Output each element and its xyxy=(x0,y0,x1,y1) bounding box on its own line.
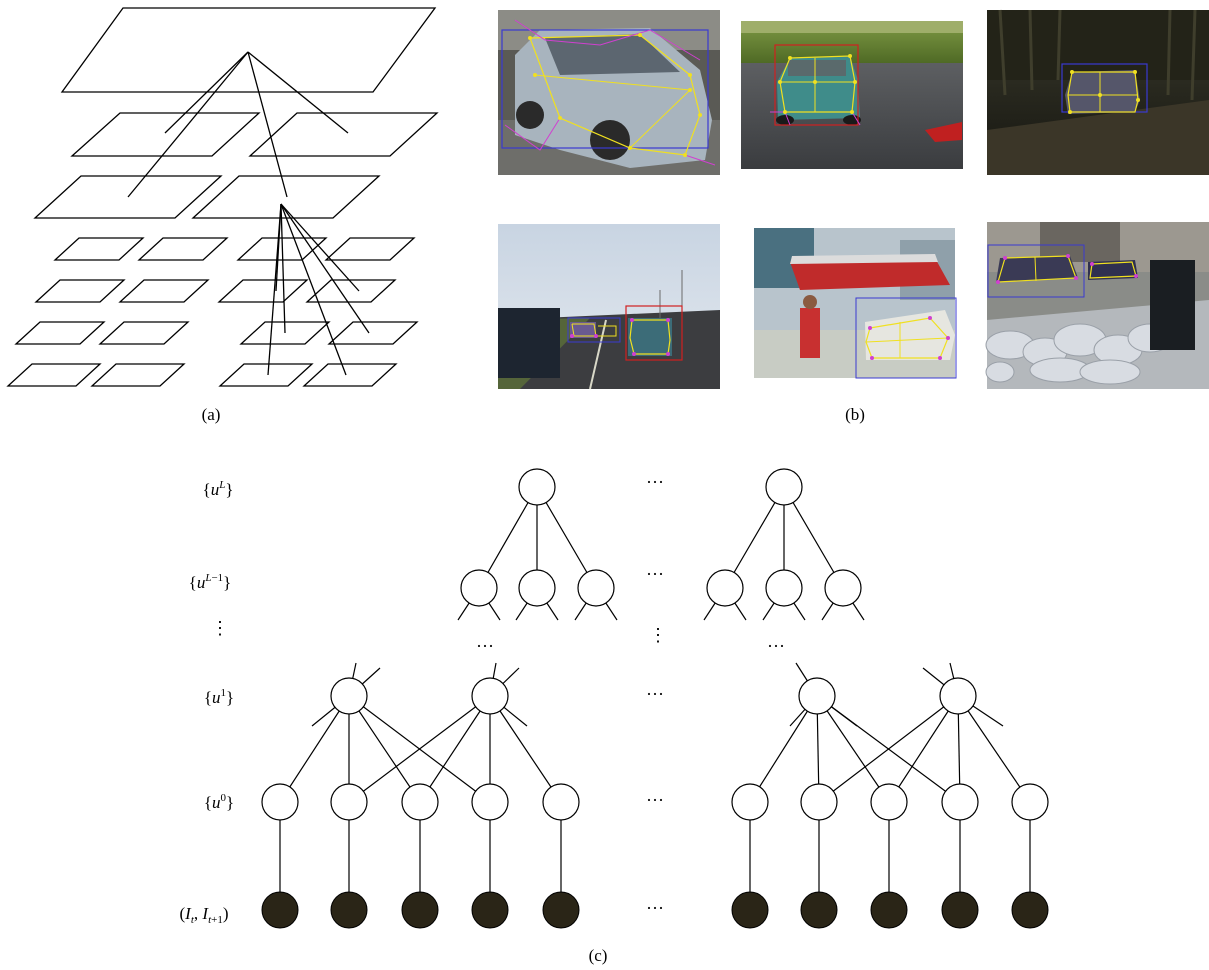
label-uL: {uL} xyxy=(203,479,234,499)
node-uL-1 xyxy=(824,569,862,607)
node-observed xyxy=(941,891,979,929)
pyramid-plane-top xyxy=(60,7,437,93)
label-vdots: ⋮ xyxy=(211,618,229,638)
node-u1 xyxy=(471,677,509,715)
nodes-images xyxy=(261,891,1049,929)
pyramid-plane xyxy=(239,321,331,345)
edges-u1-u0 xyxy=(279,695,1031,803)
pyramid-plane xyxy=(191,175,381,219)
edges-top xyxy=(457,486,865,621)
panel-b-photos: (b) xyxy=(498,9,1209,424)
pyramid-plane xyxy=(327,321,419,345)
caption-c: (c) xyxy=(589,946,608,965)
node-u1 xyxy=(330,677,368,715)
node-observed xyxy=(800,891,838,929)
pyramid-plane xyxy=(34,279,126,303)
pyramid-plane xyxy=(248,112,439,157)
pyramid-plane xyxy=(137,237,229,261)
pyramid-plane xyxy=(324,237,416,261)
node-u0 xyxy=(401,783,439,821)
panel-c-hierarchy: {uL} {uL−1} ⋮ {u1} {u0} (It, It+1) xyxy=(179,468,1049,965)
ellipsis: ··· xyxy=(767,636,785,656)
pyramid-plane xyxy=(6,363,102,387)
label-uL-1: {uL−1} xyxy=(189,572,232,592)
node-uL-1 xyxy=(518,569,556,607)
vertical-ellipsis: ⋮ xyxy=(649,625,667,645)
node-u1 xyxy=(798,677,836,715)
ellipsis: ··· xyxy=(646,564,664,584)
node-u0 xyxy=(870,783,908,821)
pyramid-plane xyxy=(33,175,223,219)
ellipsis: ··· xyxy=(646,790,664,810)
node-u0 xyxy=(731,783,769,821)
pyramid-plane xyxy=(90,363,186,387)
node-observed xyxy=(330,891,368,929)
pyramid-rays xyxy=(127,51,370,376)
photo-mini-car xyxy=(741,21,963,169)
caption-b: (b) xyxy=(845,405,865,424)
node-u0 xyxy=(261,783,299,821)
nodes-u1 xyxy=(330,677,977,715)
pyramid-plane xyxy=(305,279,397,303)
pyramid-plane xyxy=(218,363,314,387)
node-uL-1 xyxy=(765,569,803,607)
pyramid-plane xyxy=(53,237,145,261)
node-uL-1 xyxy=(460,569,498,607)
node-observed xyxy=(1011,891,1049,929)
pyramid-plane xyxy=(302,363,398,387)
node-uL xyxy=(765,468,803,506)
panel-a-pyramid: (a) xyxy=(6,7,439,424)
caption-a: (a) xyxy=(202,405,221,424)
level-labels: {uL} {uL−1} ⋮ {u1} {u0} (It, It+1) xyxy=(179,479,234,926)
ellipses: ··· ··· ··· ⋮ ··· ··· ··· ··· xyxy=(476,472,785,918)
node-uL-1 xyxy=(577,569,615,607)
photo-monorail-street xyxy=(754,228,957,379)
node-u0 xyxy=(941,783,979,821)
pyramid-plane xyxy=(118,279,210,303)
node-u1 xyxy=(939,677,977,715)
pyramid-plane xyxy=(217,279,309,303)
ellipsis: ··· xyxy=(646,898,664,918)
node-u0 xyxy=(800,783,838,821)
node-u0 xyxy=(542,783,580,821)
node-observed xyxy=(261,891,299,929)
nodes-uL xyxy=(518,468,803,506)
ellipsis: ··· xyxy=(646,472,664,492)
node-u0 xyxy=(471,783,509,821)
label-u0: {u0} xyxy=(204,792,234,812)
node-u0 xyxy=(1011,783,1049,821)
node-uL-1 xyxy=(706,569,744,607)
node-observed xyxy=(471,891,509,929)
edges-u0-images xyxy=(279,802,1031,910)
ellipsis: ··· xyxy=(646,684,664,704)
node-u0 xyxy=(330,783,368,821)
node-observed xyxy=(870,891,908,929)
nodes-u0 xyxy=(261,783,1049,821)
label-u1: {u1} xyxy=(204,687,234,707)
node-observed xyxy=(731,891,769,929)
node-observed xyxy=(542,891,580,929)
ellipsis: ··· xyxy=(476,636,494,656)
node-uL xyxy=(518,468,556,506)
photo-silver-hatchback xyxy=(498,10,720,175)
pyramid-plane xyxy=(70,112,261,157)
photo-highway-cars xyxy=(498,224,720,390)
nodes-uL-1 xyxy=(460,569,862,607)
label-images: (It, It+1) xyxy=(179,904,228,926)
pyramid-plane xyxy=(14,321,106,345)
photo-dark-forest-car xyxy=(987,9,1209,175)
pyramid-plane xyxy=(98,321,190,345)
node-observed xyxy=(401,891,439,929)
photo-parking-lot-cars xyxy=(985,222,1209,389)
